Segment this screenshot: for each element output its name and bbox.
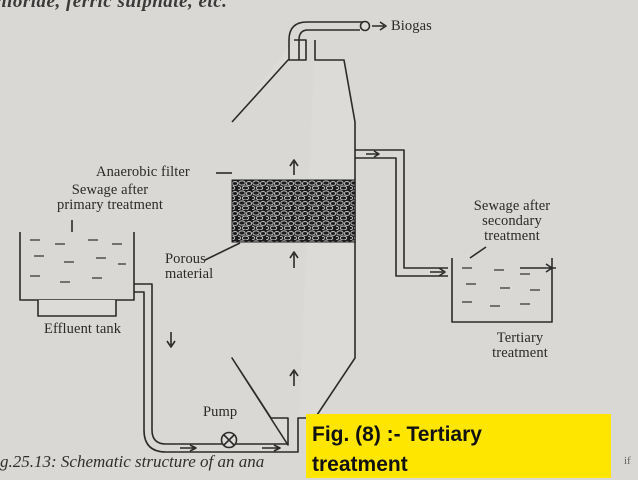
sewage-primary-line2: primary treatment <box>57 197 163 213</box>
biogas-arrow <box>372 21 387 31</box>
flow-arrow-top <box>289 159 299 175</box>
sewage-secondary-line1: Sewage after <box>473 198 551 214</box>
tertiary-line1: Tertiary <box>496 330 544 346</box>
porous-material-label: Porous material <box>165 252 213 282</box>
tertiary-line2: treatment <box>492 345 548 361</box>
biogas-pipe <box>288 21 364 60</box>
cropped-figure-caption: g.25.13: Schematic structure of an ana <box>0 452 265 471</box>
flow-arrow-mid <box>289 251 299 268</box>
sewage-secondary-line3: treatment <box>484 228 540 244</box>
figure-title-box: Fig. (8) :- Tertiary treatment <box>306 414 611 478</box>
porous-material-bed <box>231 179 356 243</box>
leader-secondary <box>469 246 487 259</box>
tertiary-tank <box>451 258 553 323</box>
cropped-edge-text: if <box>624 455 631 467</box>
biogas-valve <box>359 20 371 32</box>
sewage-secondary-line2: secondary <box>482 213 542 229</box>
sewage-primary-line1: Sewage after <box>71 182 149 198</box>
pump-arrow-right <box>262 444 281 452</box>
outlet-pipe <box>355 149 448 277</box>
sewage-primary-label: Sewage after primary treatment <box>40 183 180 213</box>
outlet-arrow <box>430 267 446 277</box>
pump-arrow-left <box>180 444 197 452</box>
down-arrow <box>166 332 176 348</box>
leader-porous <box>204 242 241 261</box>
cropped-header-text: hloride, ferric sulphate, etc. <box>0 0 228 12</box>
figure-title-line2: treatment <box>312 453 408 476</box>
biogas-label: Biogas <box>391 18 432 34</box>
effluent-tank-label: Effluent tank <box>44 321 122 337</box>
outlet-arrow-2 <box>366 150 380 158</box>
figure-title-line1: Fig. (8) :- Tertiary <box>312 423 482 446</box>
porous-line1: Porous <box>165 251 206 267</box>
anaerobic-filter-label: Anaerobic filter <box>96 164 190 180</box>
sewage-secondary-label: Sewage after secondary treatment <box>452 199 572 244</box>
porous-line2: material <box>165 266 214 282</box>
tertiary-treatment-label: Tertiary treatment <box>470 331 570 361</box>
flow-arrow-bottom <box>289 369 299 386</box>
effluent-tank <box>19 232 135 301</box>
pump-label: Pump <box>203 404 238 420</box>
inlet-pipe <box>134 283 299 453</box>
effluent-tank-base <box>37 300 117 317</box>
